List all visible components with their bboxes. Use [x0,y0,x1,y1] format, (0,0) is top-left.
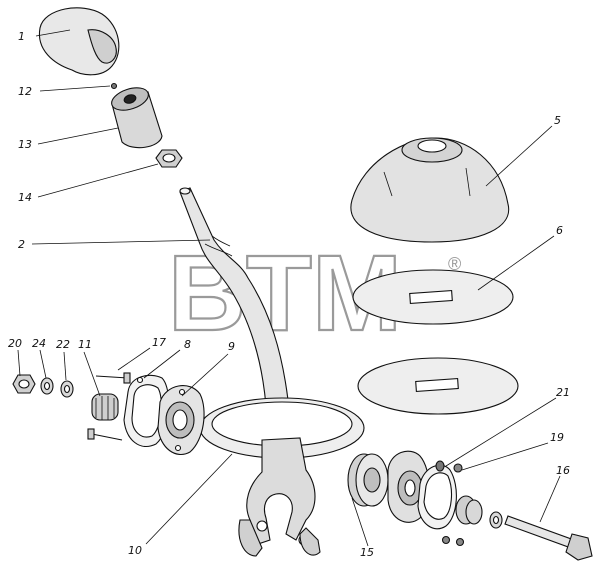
label-9: 9 [228,340,235,353]
part-hex-nut-20 [12,374,36,394]
watermark-registered-mark: ® [448,254,461,274]
label-16: 16 [556,464,570,477]
part-bolt-17-lower [87,428,123,441]
label-2: 2 [18,238,25,251]
leader-lines [17,29,561,547]
label-15: 15 [360,546,374,559]
label-17: 17 [152,336,166,349]
label-1: 1 [18,30,25,43]
label-20: 20 [8,337,22,350]
part-small-nut-lower [441,535,465,547]
part-gasket-right [417,464,457,530]
part-washer-right [489,511,503,529]
part-housing [199,397,365,557]
label-19: 19 [550,431,564,444]
callout-labels: 1 12 13 14 2 5 6 20 24 22 11 17 8 9 21 1… [8,30,570,559]
part-plate-upper [352,269,514,325]
part-dome-cover [350,137,510,243]
part-bolt-16 [504,515,593,561]
label-24: 24 [32,337,46,350]
label-5: 5 [554,114,561,127]
part-pin [110,82,118,90]
part-washer-21 [435,460,445,472]
part-spring-11 [91,393,119,421]
label-22: 22 [56,338,70,351]
part-washer-22 [60,380,74,398]
part-spring-right [455,495,483,525]
part-nut-19 [453,463,463,473]
part-plate-lower [357,357,519,415]
part-knob [38,7,120,76]
part-bolt-17-upper [95,372,131,384]
label-10: 10 [128,544,142,557]
part-bearing-15 [347,453,389,507]
label-13: 13 [18,138,32,151]
label-8: 8 [184,338,191,351]
part-knob-insert [111,87,163,149]
label-11: 11 [78,338,92,351]
part-flange-9 [157,385,205,455]
part-nut [155,149,183,168]
label-14: 14 [18,191,32,204]
part-washer-24 [40,377,54,395]
label-12: 12 [18,85,32,98]
label-21: 21 [556,386,570,399]
label-6: 6 [556,224,563,237]
